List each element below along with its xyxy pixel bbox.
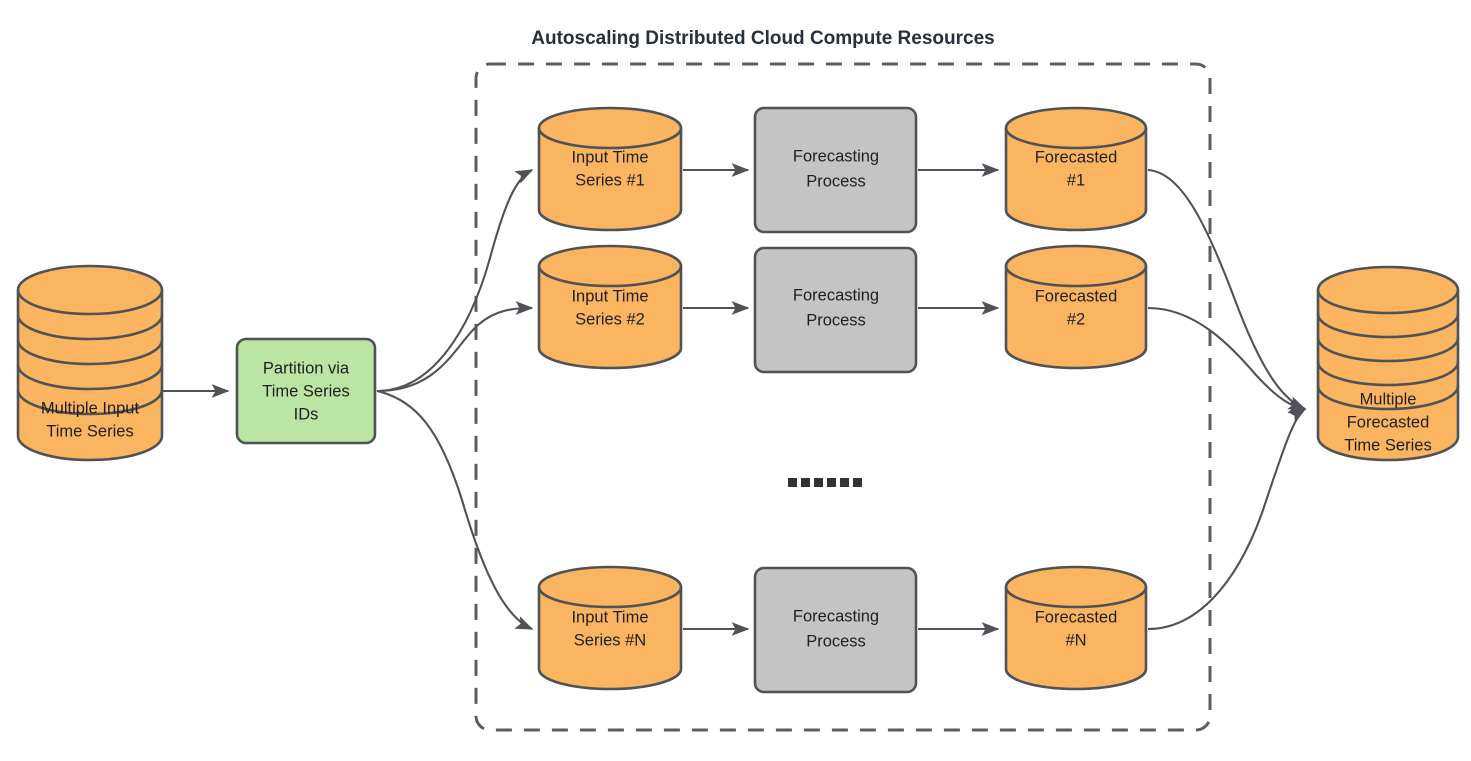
edge-row-2-to-output — [1147, 306, 1307, 414]
row-2: Input Time Series #2 Forecasting Process… — [537, 244, 1148, 374]
row-n-process-label-line2: Process — [806, 632, 866, 650]
edge-row-n-to-output — [1147, 408, 1307, 631]
input-datastore-label-line1: Multiple Input — [41, 399, 140, 417]
row-2-source-datastore: Input Time Series #2 — [537, 244, 683, 370]
row-n-process-label-line1: Forecasting — [793, 607, 879, 625]
autoscaling-group-boundary — [474, 62, 1212, 732]
output-datastore-label-line3: Time Series — [1344, 436, 1431, 454]
output-datastore-label-line2: Forecasted — [1347, 413, 1430, 431]
row-1-process-label-line2: Process — [806, 172, 866, 190]
edge-partition-to-row-1 — [376, 169, 534, 393]
row-1-source-datastore: Input Time Series #1 — [537, 106, 683, 232]
output-datastore: Multiple Forecasted Time Series — [1316, 265, 1460, 462]
row-1: Input Time Series #1 Forecasting Process… — [537, 106, 1148, 234]
row-1-source-label-line2: Series #1 — [575, 171, 645, 189]
partition-label-line3: IDs — [294, 405, 319, 423]
row-1-process-node: Forecasting Process — [753, 106, 918, 234]
row-n-result-datastore: Forecasted #N — [1004, 565, 1148, 691]
edge-partition-to-row-n — [376, 389, 534, 630]
input-datastore: Multiple Input Time Series — [16, 264, 164, 462]
row-2-process-node: Forecasting Process — [753, 246, 918, 374]
output-datastore-label-line1: Multiple — [1360, 390, 1417, 408]
row-2-source-label-line2: Series #2 — [575, 310, 645, 328]
partition-label-line2: Time Series — [262, 382, 349, 400]
row-1-result-label-line2: #1 — [1067, 171, 1085, 189]
edge-partition-to-row-2 — [376, 301, 534, 393]
partition-label-line1: Partition via — [263, 359, 350, 377]
input-datastore-label-line2: Time Series — [46, 422, 133, 440]
row-n-source-label-line1: Input Time — [571, 608, 648, 626]
row-2-process-label-line1: Forecasting — [793, 286, 879, 304]
row-1-result-label-line1: Forecasted — [1035, 148, 1118, 166]
row-1-source-label-line1: Input Time — [571, 148, 648, 166]
row-1-result-datastore: Forecasted #1 — [1004, 106, 1148, 232]
row-2-result-label-line1: Forecasted — [1035, 287, 1118, 305]
row-2-process-label-line2: Process — [806, 311, 866, 329]
row-2-source-label-line1: Input Time — [571, 287, 648, 305]
row-n-result-label-line1: Forecasted — [1035, 608, 1118, 626]
edge-row-1-to-output — [1147, 168, 1307, 410]
rows-ellipsis — [788, 478, 862, 487]
row-n-source-datastore: Input Time Series #N — [537, 565, 683, 691]
group-title: Autoscaling Distributed Cloud Compute Re… — [531, 28, 994, 49]
row-n: Input Time Series #N Forecasting Process… — [537, 565, 1148, 694]
row-n-process-node: Forecasting Process — [753, 566, 918, 694]
row-2-result-datastore: Forecasted #2 — [1004, 244, 1148, 370]
row-n-source-label-line2: Series #N — [574, 631, 646, 649]
row-1-process-label-line1: Forecasting — [793, 147, 879, 165]
row-2-result-label-line2: #2 — [1067, 310, 1085, 328]
partition-node: Partition via Time Series IDs — [235, 337, 377, 445]
row-n-result-label-line2: #N — [1065, 631, 1086, 649]
